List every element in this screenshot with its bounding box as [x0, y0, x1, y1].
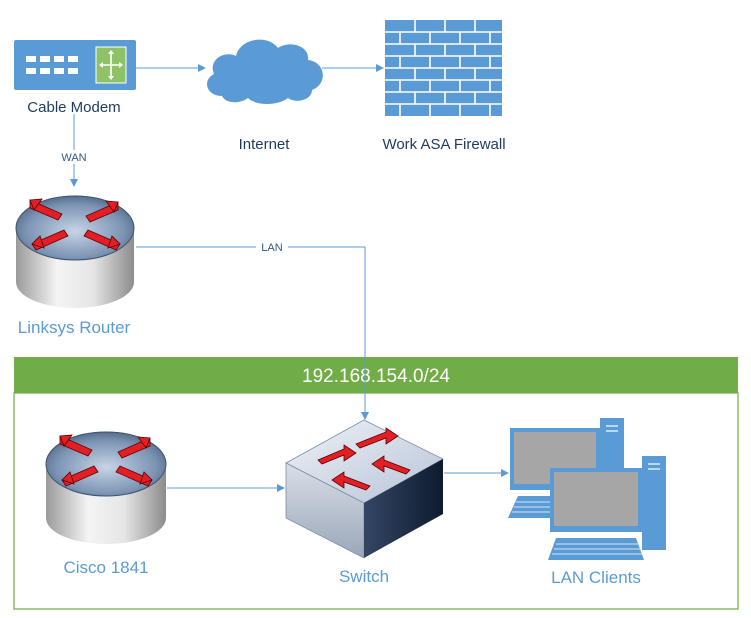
cloud-icon — [207, 39, 323, 105]
switch-node: Switch — [285, 419, 444, 586]
internet-node: Internet — [207, 39, 323, 153]
lan-clients-node: LAN Clients — [508, 418, 666, 587]
computers-icon — [508, 418, 666, 560]
subnet-container: 192.168.154.0/24 — [13, 357, 739, 610]
subnet-bar — [14, 357, 738, 393]
switch-label: Switch — [339, 567, 389, 586]
lan-label-bg — [256, 241, 288, 254]
lan-label: LAN — [261, 242, 282, 254]
wan-label-bg — [54, 150, 94, 164]
switch-icon — [285, 419, 444, 559]
router-icon — [15, 195, 135, 308]
internet-label: Internet — [239, 136, 291, 153]
firewall-icon — [385, 20, 502, 116]
cable-modem-icon — [14, 40, 136, 90]
cisco-label: Cisco 1841 — [63, 558, 148, 577]
cisco-node: Cisco 1841 — [45, 431, 167, 577]
cable-modem-node: Cable Modem — [14, 40, 136, 116]
subnet-label: 192.168.154.0/24 — [302, 366, 450, 387]
firewall-node: Work ASA Firewall — [382, 20, 506, 153]
link-lan — [136, 246, 369, 420]
firewall-label: Work ASA Firewall — [382, 136, 505, 153]
linksys-router-label: Linksys Router — [18, 318, 131, 337]
linksys-router-node: Linksys Router — [15, 195, 135, 337]
cable-modem-label: Cable Modem — [27, 99, 120, 116]
router-icon — [45, 431, 167, 544]
lan-clients-label: LAN Clients — [551, 568, 641, 587]
connectors: WAN LAN — [54, 64, 509, 492]
wan-label: WAN — [61, 152, 86, 164]
